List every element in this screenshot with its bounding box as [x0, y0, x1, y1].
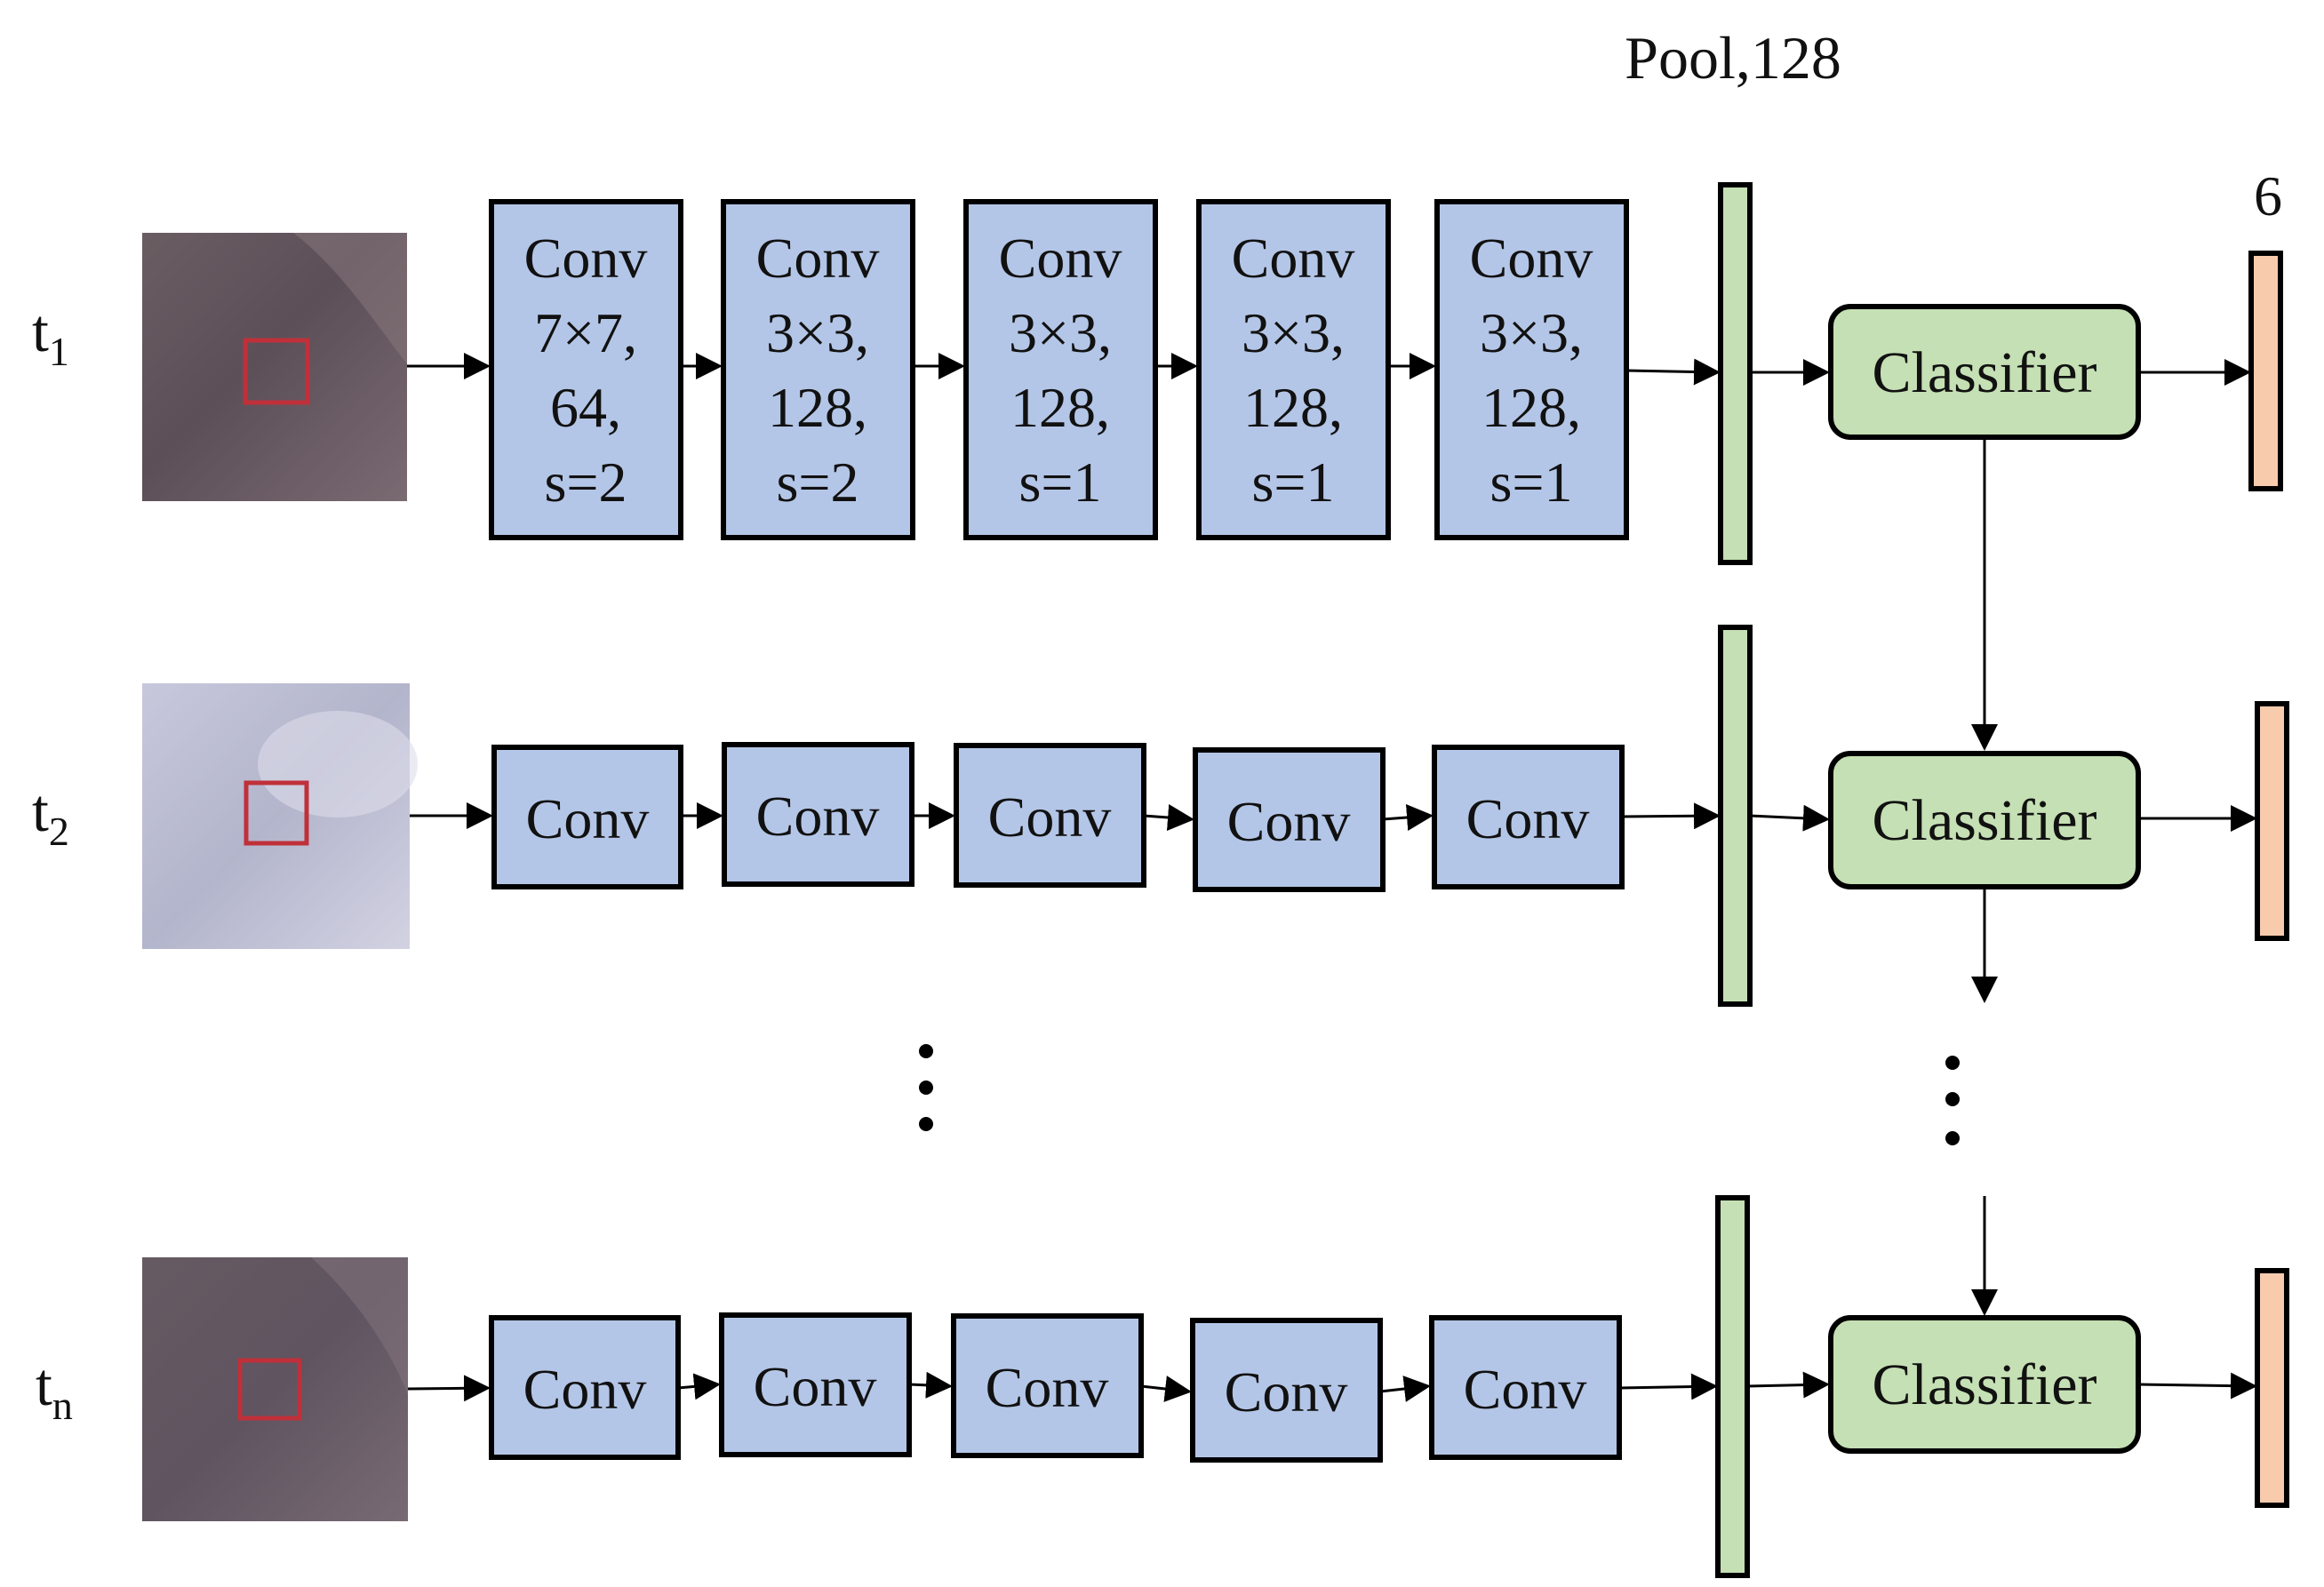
patch-marker	[244, 780, 309, 846]
classifier-block: Classifier	[1828, 304, 2141, 440]
row-t2: t2 Conv Conv Conv Conv C	[32, 625, 2289, 1007]
svg-text:Conv: Conv	[526, 787, 650, 850]
conv-block: Conv	[491, 745, 683, 889]
svg-text:Conv: Conv	[986, 1356, 1109, 1419]
svg-text:Conv: Conv	[988, 786, 1112, 849]
conv-block: Conv 3×3, 128, s=1	[963, 199, 1158, 540]
svg-text:64,: 64,	[550, 376, 621, 439]
conv-block: Conv	[489, 1315, 681, 1460]
svg-text:Conv: Conv	[1232, 227, 1355, 290]
time-step-label: t2	[32, 777, 69, 854]
pool-feature-bar	[1715, 1195, 1750, 1578]
output-size-label: 6	[2254, 164, 2282, 227]
svg-text:3×3,: 3×3,	[1009, 301, 1112, 364]
svg-text:3×3,: 3×3,	[1480, 301, 1583, 364]
output-bar	[2255, 1268, 2289, 1508]
svg-text:Classifier: Classifier	[1873, 788, 2097, 853]
ellipsis-dots	[1945, 1056, 1960, 1145]
svg-text:3×3,: 3×3,	[766, 301, 869, 364]
conv-block: Conv	[1432, 745, 1625, 889]
ellipsis-dots	[919, 1044, 933, 1131]
svg-text:Conv: Conv	[754, 1355, 877, 1418]
row-tn: tn Conv Conv Conv Conv C	[36, 1195, 2289, 1578]
svg-text:Conv: Conv	[756, 785, 880, 848]
pool-size-label: Pool,128	[1625, 24, 1841, 92]
svg-text:s=1: s=1	[1019, 451, 1102, 514]
conv-block: Conv 3×3, 128, s=1	[1196, 199, 1391, 540]
conv-block: Conv	[954, 743, 1146, 888]
svg-text:128,: 128,	[1243, 376, 1343, 439]
svg-text:s=1: s=1	[1490, 451, 1573, 514]
svg-text:128,: 128,	[768, 376, 867, 439]
row-t1: t1 Conv 7×7, 64, s=2 Conv 3×3, 128, s=2 …	[32, 182, 2283, 565]
conv-block: Conv	[722, 742, 914, 887]
classifier-block: Classifier	[1828, 751, 2141, 889]
conv-block: Conv	[1190, 1318, 1383, 1463]
conv-block: Conv 3×3, 128, s=2	[721, 199, 915, 540]
satellite-image-t1	[142, 233, 407, 501]
svg-text:Conv: Conv	[523, 1358, 647, 1421]
svg-text:Conv: Conv	[1225, 1360, 1348, 1424]
svg-text:Conv: Conv	[756, 227, 880, 290]
conv-block: Conv 3×3, 128, s=1	[1434, 199, 1629, 540]
svg-text:Conv: Conv	[1470, 227, 1593, 290]
conv-block: Conv	[951, 1313, 1144, 1458]
time-step-label: tn	[36, 1351, 73, 1428]
svg-text:s=2: s=2	[777, 451, 859, 514]
output-bar	[2248, 251, 2283, 491]
svg-text:Conv: Conv	[524, 227, 648, 290]
svg-text:Classifier: Classifier	[1873, 340, 2097, 405]
pool-feature-bar	[1718, 625, 1753, 1007]
conv-block: Conv	[719, 1312, 912, 1457]
pool-feature-bar	[1718, 182, 1753, 565]
conv-block: Conv	[1193, 747, 1386, 892]
satellite-image-tn	[142, 1257, 408, 1521]
conv-block: Conv	[1429, 1315, 1622, 1460]
output-bar	[2255, 701, 2289, 941]
time-step-label: t1	[32, 297, 69, 374]
svg-text:s=1: s=1	[1252, 451, 1335, 514]
patch-marker	[243, 338, 310, 405]
classifier-block: Classifier	[1828, 1315, 2141, 1454]
svg-text:3×3,: 3×3,	[1242, 301, 1345, 364]
svg-text:Classifier: Classifier	[1873, 1352, 2097, 1417]
svg-text:Conv: Conv	[999, 227, 1122, 290]
svg-text:s=2: s=2	[545, 451, 627, 514]
svg-text:Conv: Conv	[1227, 790, 1351, 853]
patch-marker	[237, 1358, 302, 1421]
svg-text:7×7,: 7×7,	[534, 301, 637, 364]
svg-text:Conv: Conv	[1466, 787, 1590, 850]
svg-text:128,: 128,	[1481, 376, 1581, 439]
svg-text:Conv: Conv	[1464, 1358, 1587, 1421]
satellite-image-t2	[142, 683, 418, 949]
svg-text:128,: 128,	[1010, 376, 1110, 439]
conv-block: Conv 7×7, 64, s=2	[489, 199, 683, 540]
